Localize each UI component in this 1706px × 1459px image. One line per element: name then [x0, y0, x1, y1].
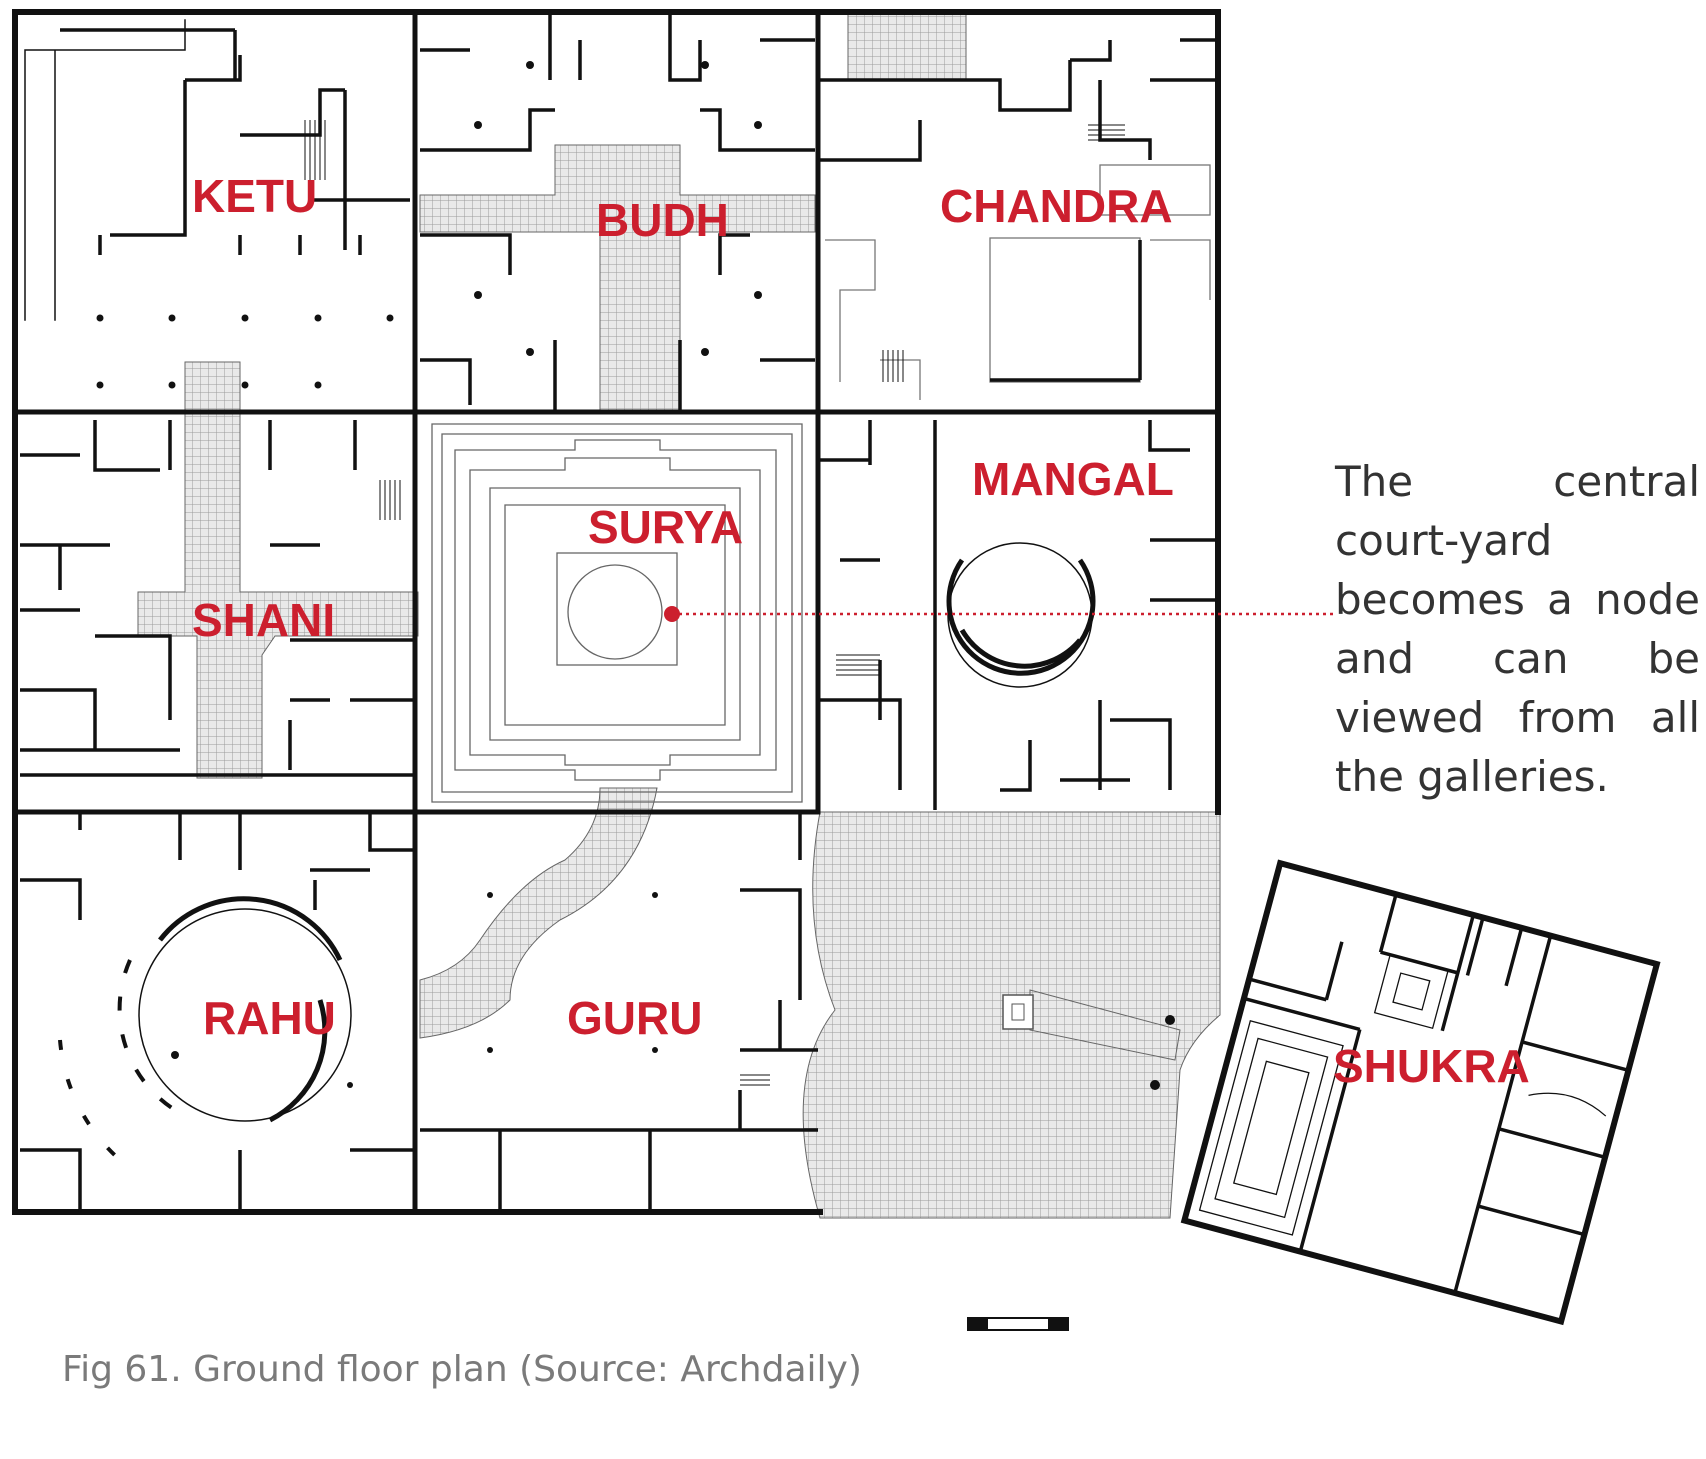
courtyard-annotation: The central court-yard becomes a node an…: [1335, 457, 1700, 801]
label-shani: SHANI: [192, 594, 335, 646]
zone-labels: KETU BUDH CHANDRA SURYA MANGAL SHANI RAH…: [192, 170, 1530, 1092]
label-surya: SURYA: [588, 501, 743, 553]
label-shukra: SHUKRA: [1333, 1040, 1530, 1092]
scale-bar: [967, 1317, 1069, 1331]
shukra-block: [1180, 859, 1661, 1326]
interior-partitions: [20, 12, 1218, 1212]
label-ketu: KETU: [192, 170, 317, 222]
main-walls: [12, 9, 1221, 1215]
label-mangal: MANGAL: [972, 453, 1174, 505]
surya-courtyard-lines: [431, 423, 803, 803]
column-dots: [96, 61, 1175, 1090]
courtyard-leader: [664, 606, 1333, 622]
label-chandra: CHANDRA: [940, 180, 1173, 232]
circular-rooms: [58, 542, 1096, 1162]
figure-caption: Fig 61. Ground floor plan (Source: Archd…: [62, 1349, 862, 1390]
stairs: [304, 120, 1125, 1086]
plaza-feature: [1002, 989, 1181, 1061]
label-rahu: RAHU: [203, 992, 336, 1044]
label-guru: GURU: [567, 992, 702, 1044]
label-budh: BUDH: [596, 194, 729, 246]
